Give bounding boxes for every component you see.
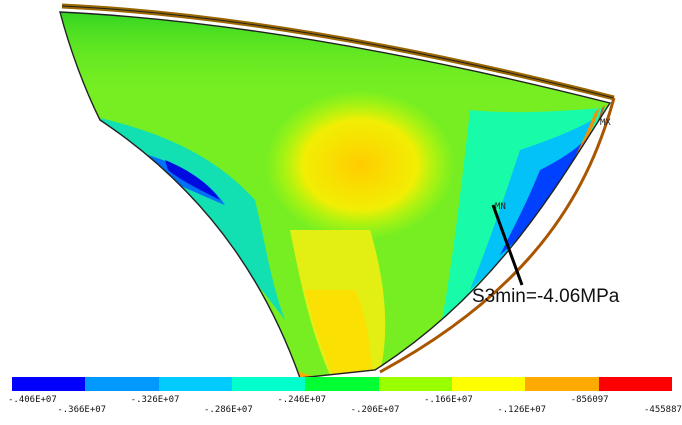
legend-tick-label: -.326E+07 (130, 395, 180, 405)
legend-tick-label: -.206E+07 (350, 405, 400, 415)
legend-swatch-7 (525, 377, 599, 391)
legend-tick-label: -.366E+07 (57, 405, 107, 415)
shell-rim-edge (61, 5, 615, 99)
legend-tick-label: -856097 (570, 395, 609, 405)
legend-tick-label: -.286E+07 (204, 405, 253, 415)
legend-tick-label: -.406E+07 (8, 395, 57, 405)
max-node-tag: MX (600, 118, 611, 128)
legend-swatch-5 (378, 377, 452, 391)
legend-swatch-0 (12, 377, 86, 391)
legend-tick-label: -.166E+07 (424, 395, 473, 405)
annotation-leader-line (491, 204, 524, 286)
color-legend-bar (12, 377, 672, 391)
legend-swatch-6 (451, 377, 526, 391)
legend-tick-label: -.246E+07 (277, 395, 327, 405)
min-node-tag: MN (495, 202, 506, 212)
legend-swatch-1 (85, 377, 159, 391)
legend-swatch-4 (305, 377, 379, 391)
shell-outline (59, 11, 612, 379)
s3min-annotation: S3min=-4.06MPa (472, 286, 620, 307)
shell-right-edge (379, 97, 616, 374)
legend-swatch-8 (598, 377, 672, 391)
legend-tick-label: -455887 (644, 405, 682, 415)
legend-tick-label: -.126E+07 (497, 405, 547, 415)
legend-swatch-2 (158, 377, 232, 391)
legend-swatch-3 (231, 377, 306, 391)
